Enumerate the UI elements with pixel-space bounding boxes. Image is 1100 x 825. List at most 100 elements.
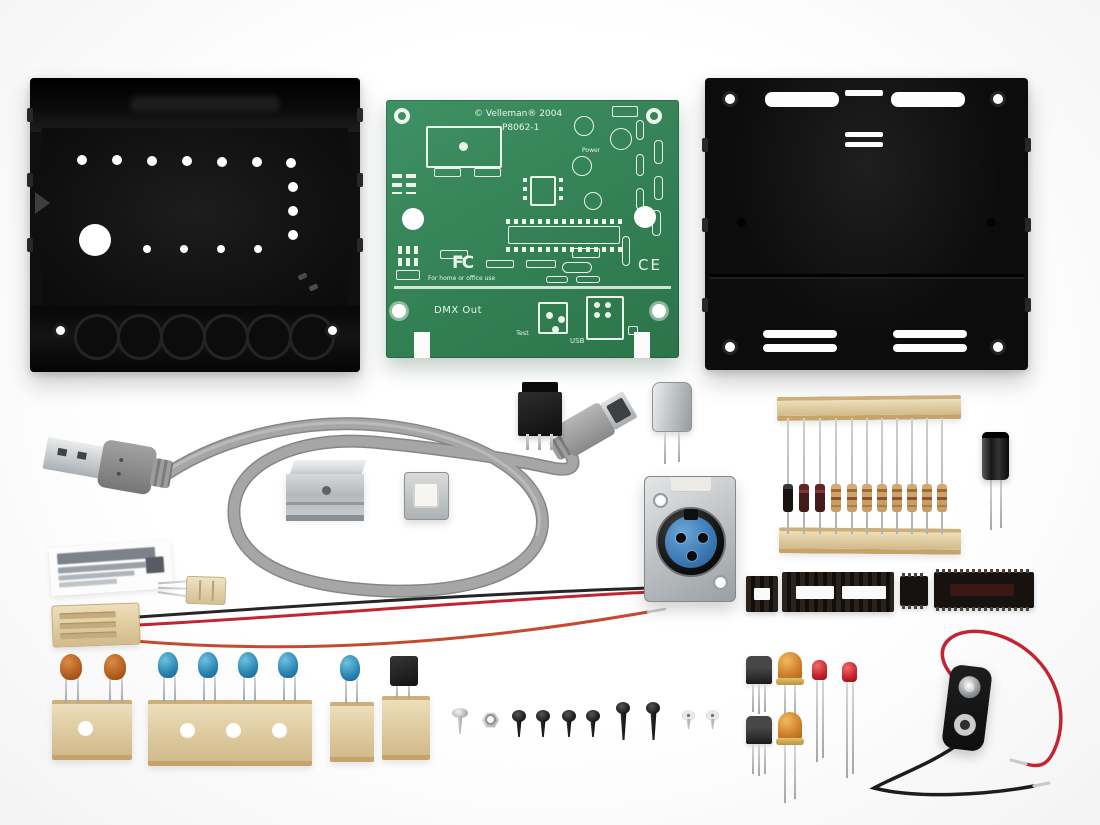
mounting-hole xyxy=(402,208,424,230)
pcb-routed-slot xyxy=(394,286,671,289)
crystal-leg xyxy=(664,432,666,464)
transistor-leg xyxy=(764,684,766,712)
boss-hole xyxy=(737,218,746,227)
vent-hole xyxy=(217,157,227,167)
usb-a-metal-shell xyxy=(42,436,106,479)
tape-hole xyxy=(226,723,241,738)
taped-resistor xyxy=(907,418,917,534)
led-base xyxy=(776,678,804,685)
black-screw xyxy=(562,710,576,744)
case-seam xyxy=(709,277,1024,279)
led-leg xyxy=(794,745,796,799)
barcode-sticker xyxy=(48,539,174,597)
case-tab xyxy=(1025,218,1031,232)
black-screw xyxy=(512,710,526,744)
battery-snap-stud xyxy=(957,674,982,700)
nut-hole xyxy=(487,716,494,723)
tape-piece xyxy=(382,696,430,760)
transistor xyxy=(746,656,772,684)
crystal-can xyxy=(652,382,692,432)
xlr-keyway xyxy=(684,509,698,520)
semiconductor-group xyxy=(744,648,874,808)
silkscreen-pads xyxy=(406,174,416,194)
ce-mark-text: CE xyxy=(638,256,662,274)
silkscreen-dip28 xyxy=(508,226,620,244)
ceramic-capacitor-orange xyxy=(60,654,82,680)
vent-slot xyxy=(891,92,965,107)
transistor-leg xyxy=(396,684,398,698)
case-tab xyxy=(357,238,363,252)
vent-hole xyxy=(77,155,87,165)
taped-resistor xyxy=(922,418,932,534)
silver-flange-screw xyxy=(682,710,695,734)
boss-hole xyxy=(987,218,996,227)
vent-hole xyxy=(147,156,157,166)
vent-slot xyxy=(845,132,883,137)
vent-hole xyxy=(143,245,151,253)
battery-wire-red xyxy=(940,629,1063,768)
xlr-pin-socket xyxy=(698,533,708,543)
screw-hole xyxy=(328,326,337,335)
crystal-leg xyxy=(678,432,680,462)
battery-wire-black xyxy=(869,738,1036,797)
vent-slot xyxy=(845,142,883,147)
tape-hole xyxy=(272,723,287,738)
battery-snap-socket xyxy=(952,712,978,738)
vent-hole xyxy=(252,157,262,167)
case-tab xyxy=(702,218,708,232)
silkscreen-pads xyxy=(523,178,527,204)
bracket-front-face xyxy=(286,474,364,516)
voltage-regulator xyxy=(516,382,564,450)
silkscreen-dip-pads xyxy=(506,247,622,252)
capacitor-tapes xyxy=(52,645,442,770)
silkscreen-pads xyxy=(398,258,420,266)
taped-diode xyxy=(799,418,809,534)
black-screw xyxy=(586,710,600,744)
ceramic-capacitor-blue xyxy=(238,652,258,678)
silkscreen-resistor xyxy=(486,260,514,268)
xlr-connector xyxy=(644,476,736,602)
case-tab xyxy=(702,298,708,312)
silkscreen-outline xyxy=(612,106,638,117)
xlr-latch-tab xyxy=(671,477,711,492)
capacitor-leg xyxy=(77,675,79,703)
usb-a-overmold xyxy=(96,438,158,496)
capacitor-leg xyxy=(345,679,347,704)
silkscreen-pad xyxy=(558,316,565,323)
silkscreen-pad xyxy=(605,302,611,308)
silkscreen-pad xyxy=(605,312,611,318)
xlr-screw-hole xyxy=(653,493,668,508)
dmx-out-label: DMX Out xyxy=(434,305,482,316)
capacitor-leg xyxy=(121,675,123,703)
resistor-strip xyxy=(776,395,963,556)
usb-a-strain-relief xyxy=(149,457,174,489)
transistor xyxy=(746,716,772,744)
case-tab xyxy=(702,138,708,152)
test-label: Test xyxy=(516,329,529,337)
ceramic-capacitor-blue xyxy=(340,655,360,681)
led-amber xyxy=(778,652,802,682)
transistor-leg xyxy=(764,744,766,774)
plastic-sheen xyxy=(705,78,1028,370)
silkscreen-cap xyxy=(654,176,663,200)
silkscreen-resistor xyxy=(526,260,556,268)
vent-slot xyxy=(893,344,967,352)
ceramic-capacitor-blue xyxy=(278,652,298,678)
heatsink-bracket xyxy=(286,460,367,522)
silkscreen-dip-pads xyxy=(506,219,622,224)
vent-hole xyxy=(288,206,298,216)
silkscreen-pad xyxy=(459,142,468,151)
regulator-leg xyxy=(526,434,529,450)
bracket-fold-line xyxy=(286,502,364,505)
wire-stripped-tip xyxy=(1032,781,1051,788)
socket-window xyxy=(842,586,886,599)
silkscreen-pads xyxy=(398,246,420,254)
xlr-screw-hole xyxy=(713,575,728,590)
silver-flange-screw xyxy=(706,710,719,734)
transistor-leg xyxy=(758,744,760,776)
xlr-pin-socket xyxy=(687,551,697,561)
silkscreen-usb-footprint xyxy=(586,296,624,340)
silkscreen-transistor xyxy=(584,192,602,210)
screw-hole xyxy=(725,94,735,104)
